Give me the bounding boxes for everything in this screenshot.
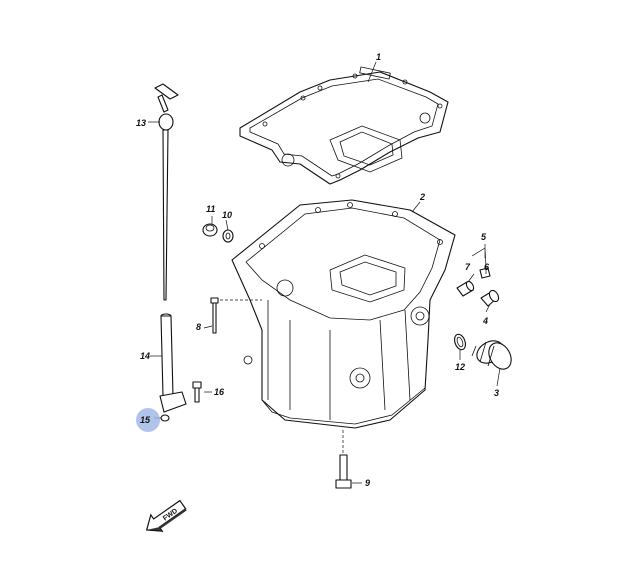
fitting-part-6[interactable] bbox=[479, 267, 491, 279]
callout-15[interactable]: 15 bbox=[140, 415, 151, 425]
plug-part-11[interactable] bbox=[202, 223, 218, 237]
fitting-part-4[interactable] bbox=[480, 289, 500, 307]
callout-labels: 1 2 3 4 5 6 7 8 9 10 11 12 13 14 15 16 bbox=[136, 52, 499, 488]
o-ring-part-15[interactable] bbox=[160, 414, 170, 422]
dipstick-part-13[interactable] bbox=[154, 83, 179, 301]
callout-4[interactable]: 4 bbox=[482, 316, 488, 326]
callout-13[interactable]: 13 bbox=[136, 118, 146, 128]
drain-plug-part-3[interactable] bbox=[471, 336, 516, 373]
callout-11[interactable]: 11 bbox=[206, 204, 215, 214]
bolt-part-8[interactable] bbox=[210, 297, 262, 334]
callout-16[interactable]: 16 bbox=[214, 387, 225, 397]
oil-pan-part-2[interactable] bbox=[231, 199, 456, 429]
fitting-part-7[interactable] bbox=[456, 280, 475, 297]
callout-5[interactable]: 5 bbox=[481, 232, 487, 242]
washer-part-10[interactable] bbox=[222, 229, 234, 243]
callout-10[interactable]: 10 bbox=[222, 210, 232, 220]
guide-tube-part-14[interactable] bbox=[159, 313, 187, 413]
callout-9[interactable]: 9 bbox=[365, 478, 370, 488]
callout-1[interactable]: 1 bbox=[376, 52, 381, 62]
bolt-part-9[interactable] bbox=[335, 430, 352, 489]
o-ring-part-12[interactable] bbox=[453, 333, 468, 351]
callout-2[interactable]: 2 bbox=[419, 192, 425, 202]
callout-7[interactable]: 7 bbox=[465, 262, 471, 272]
fwd-arrow: FWD bbox=[145, 499, 187, 532]
callout-8[interactable]: 8 bbox=[196, 322, 201, 332]
callout-3[interactable]: 3 bbox=[494, 388, 499, 398]
bolt-part-16[interactable] bbox=[192, 381, 202, 403]
callout-12[interactable]: 12 bbox=[455, 362, 465, 372]
callout-14[interactable]: 14 bbox=[140, 351, 150, 361]
gasket-part-1[interactable] bbox=[239, 66, 449, 185]
callout-6[interactable]: 6 bbox=[484, 262, 490, 272]
highlight-circle-15 bbox=[136, 408, 160, 432]
